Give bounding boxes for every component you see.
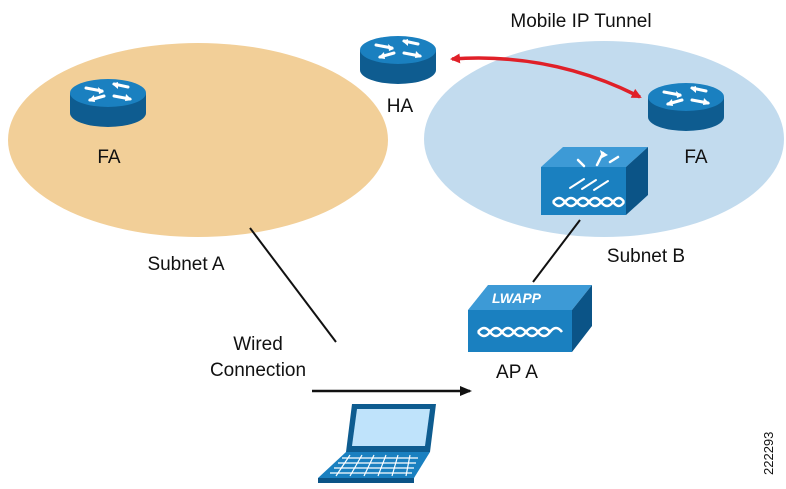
- fa-right-label: FA: [684, 147, 708, 168]
- router-icon: [360, 36, 436, 84]
- wired-label-line1: Wired: [233, 334, 283, 355]
- lwapp-access-point-icon: LWAPP: [468, 285, 592, 352]
- lwapp-label: LWAPP: [492, 290, 542, 306]
- wired-link-line: [249, 227, 337, 343]
- fa-left-label: FA: [97, 147, 121, 168]
- router-icon: [70, 79, 146, 127]
- controller-ap-link-line: [532, 219, 581, 283]
- ap-a-label: AP A: [496, 362, 538, 383]
- subnet-b-label: Subnet B: [607, 246, 685, 267]
- subnet-a-label: Subnet A: [147, 254, 224, 275]
- wired-label-line2: Connection: [210, 360, 306, 381]
- figure-number: 222293: [761, 432, 776, 475]
- router-icon: [648, 83, 724, 131]
- mobile-ip-tunnel-label: Mobile IP Tunnel: [510, 11, 651, 32]
- subnet-a-region: [8, 43, 388, 237]
- mobile-ip-tunnel-arrow: [450, 53, 642, 99]
- ha-label: HA: [387, 96, 414, 117]
- laptop-icon: [318, 404, 436, 483]
- wireless-lan-controller-icon: [541, 147, 648, 215]
